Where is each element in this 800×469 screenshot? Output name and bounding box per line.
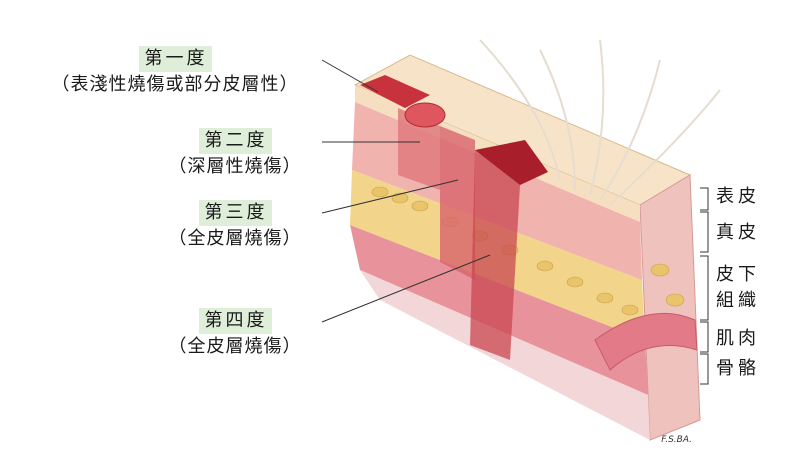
third-degree-label: 第三度 （全皮層燒傷） xyxy=(150,200,320,252)
burn-blister xyxy=(404,102,446,128)
fourth-degree-title: 第四度 xyxy=(198,308,272,334)
artist-credit: F.S.BA. xyxy=(661,435,692,445)
burn-surface-dark xyxy=(475,140,548,185)
epidermis-label: 表皮 xyxy=(716,186,760,207)
bone-label: 骨骼 xyxy=(716,358,760,379)
subcutaneous-label-line1: 皮下 xyxy=(716,264,760,285)
hair-strands xyxy=(479,39,721,206)
dermis-label: 真皮 xyxy=(716,222,760,243)
second-degree-title: 第二度 xyxy=(198,128,272,154)
subcutaneous-label-line2: 組織 xyxy=(716,290,760,311)
first-degree-desc: （表淺性燒傷或部分皮層性） xyxy=(51,74,299,95)
third-degree-desc: （全皮層燒傷） xyxy=(168,228,302,249)
third-degree-burn-zone xyxy=(440,126,475,280)
fourth-degree-label: 第四度 （全皮層燒傷） xyxy=(150,308,320,360)
third-degree-title: 第三度 xyxy=(198,200,272,226)
second-degree-desc: （深層性燒傷） xyxy=(168,156,302,177)
first-degree-title: 第一度 xyxy=(138,46,212,72)
second-degree-label: 第二度 （深層性燒傷） xyxy=(150,128,320,180)
fourth-degree-burn-zone xyxy=(470,150,545,360)
first-degree-label: 第一度 （表淺性燒傷或部分皮層性） xyxy=(30,46,320,98)
leader-lines xyxy=(321,59,491,323)
second-degree-burn-zone xyxy=(398,108,440,190)
muscle-curve xyxy=(594,312,698,371)
muscle-label: 肌肉 xyxy=(716,328,760,349)
layer-brackets xyxy=(700,187,709,385)
fourth-degree-desc: （全皮層燒傷） xyxy=(168,336,302,357)
skin-right-face xyxy=(639,174,701,441)
first-degree-burn-zone xyxy=(360,75,430,108)
